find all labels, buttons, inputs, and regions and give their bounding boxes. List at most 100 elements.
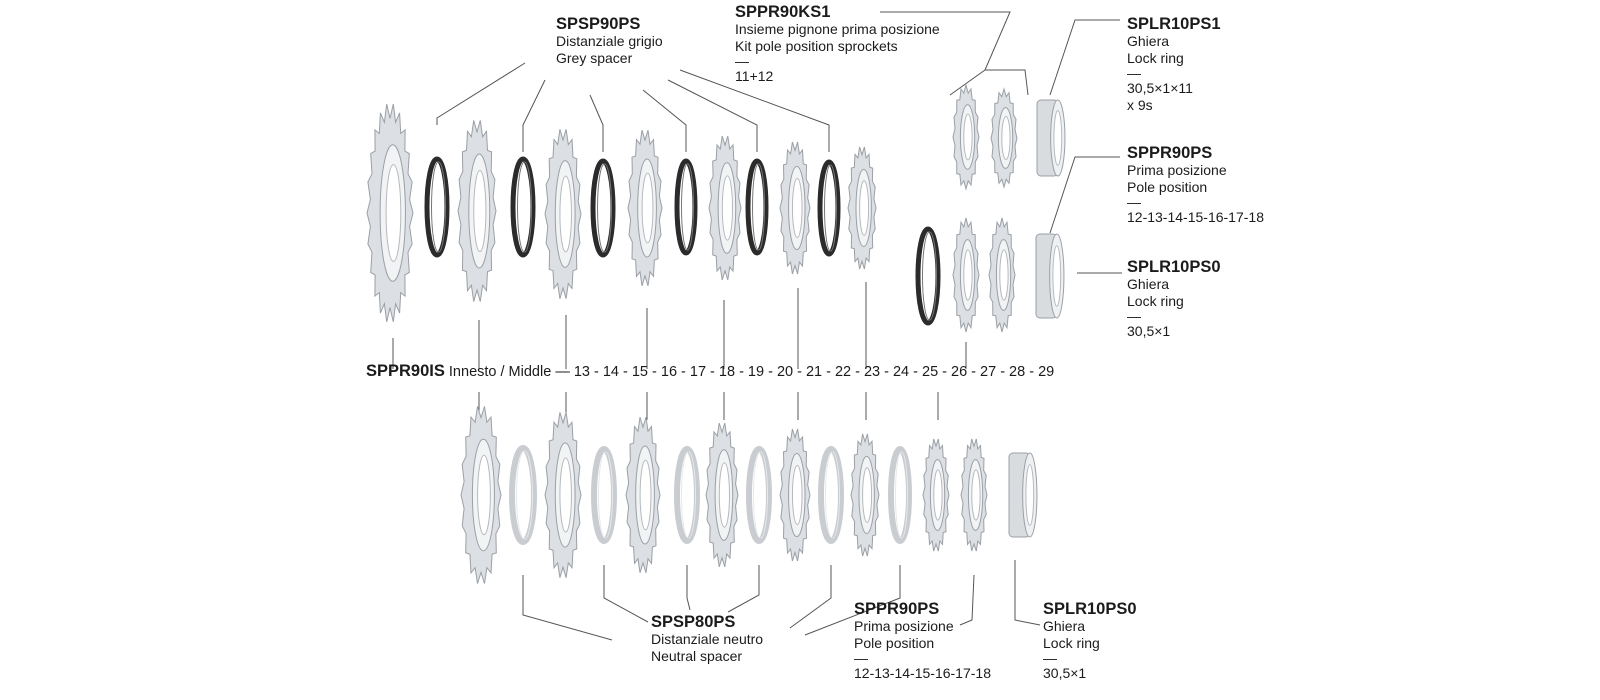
leader-sppr90ks1 [949,69,1029,96]
neutral-spacer-ring [818,446,844,544]
part-desc-en: Pole position [854,634,935,651]
sprocket-bottom [850,433,880,557]
part-desc-it: Distanziale grigio [556,33,663,49]
separator-dash: — [735,53,749,69]
pole-sprocket [988,217,1016,333]
grey-spacer-ring [915,226,941,326]
part-spec: 30,5×1 [1043,665,1087,681]
part-desc-it: Prima posizione [1127,162,1227,178]
grey-spacer-ring [424,156,450,258]
sprocket-top [627,130,663,286]
sprocket-middle-large [366,103,414,323]
leader-spsp90ps [522,79,546,152]
part-desc-en: Grey spacer [556,49,633,66]
pole-sprocket-kit [990,87,1018,189]
lockring [1035,233,1065,319]
part-code: SPLR10PS0 [1127,258,1221,276]
part-desc-it: Insieme pignone prima posizione [735,21,940,37]
part-code: SPPR90PS [854,600,940,618]
sprocket-top [779,141,811,275]
callout-splr10ps0-bottom: SPLR10PS0 Ghiera Lock ring — 30,5×1 [1043,600,1137,682]
lockring-9s [1036,99,1066,177]
part-spec: 30,5×1×11 [1127,80,1193,96]
separator-dash: — [1127,194,1141,210]
part-desc-en: Lock ring [1127,292,1184,309]
callout-sppr90ps-bottom: SPPR90PS Prima posizione Pole position —… [854,600,991,682]
lockring-bottom [1008,452,1038,538]
separator-dash: — [1127,308,1141,324]
grey-spacer-ring [745,158,769,256]
neutral-spacer-ring [591,446,617,544]
sprocket-top [708,135,742,281]
part-desc-en: Kit pole position sprockets [735,37,898,54]
grey-spacer-ring [590,158,616,258]
grey-spacer-ring [510,156,536,258]
leader-splr10ps0-bottom [1014,560,1041,626]
leader-spsp80ps [603,565,649,623]
parts-group [366,83,1066,584]
sprocket-bottom [625,417,661,573]
callout-spsp80ps: SPSP80PS Distanziale neutro Neutral spac… [651,613,763,664]
separator-dash: — [854,650,868,666]
sprocket-sizes-row: SPPR90IS Innesto / Middle — 13 - 14 - 15… [366,362,1054,381]
part-desc-it: Prima posizione [854,618,954,634]
callout-spsp90ps: SPSP90PS Distanziale grigio Grey spacer [556,15,663,66]
pole-sprocket-kit [952,83,980,191]
separator-dash: — [1127,65,1141,81]
part-desc-en: Neutral spacer [651,647,743,664]
pole-sprocket [952,217,980,333]
neutral-spacer-ring [509,445,537,545]
leader-spsp80ps [789,565,832,629]
leader-sppr90ks1 [880,11,1011,71]
part-desc-it: Ghiera [1127,276,1170,292]
part-code: SPLR10PS1 [1127,15,1221,33]
part-spec: 12-13-14-15-16-17-18 [1127,209,1264,225]
part-spec: 11+12 [735,68,774,84]
leader-sppr90ps-bottom [959,574,975,626]
sprocket-bottom [779,428,811,562]
callout-splr10ps0-top: SPLR10PS0 Ghiera Lock ring — 30,5×1 [1127,258,1221,340]
middle-part-code: SPPR90IS [366,362,445,380]
sprocket-bottom [960,438,988,552]
part-code: SPSP90PS [556,15,641,33]
sprocket-bottom [922,438,950,552]
sprocket-size-list: — 13 - 14 - 15 - 16 - 17 - 18 - 19 - 20 … [555,364,1055,380]
leader-sppr90ps-bottom [804,565,901,636]
neutral-spacer-ring [888,446,912,544]
leader-spsp90ps [436,62,526,125]
leader-spsp80ps [522,575,613,641]
sprocket-top [847,146,877,270]
part-code: SPPR90PS [1127,144,1213,162]
neutral-spacer-ring [746,446,772,544]
part-code: SPPR90KS1 [735,3,831,21]
callout-splr10ps1: SPLR10PS1 Ghiera Lock ring — 30,5×1×11 x… [1127,15,1221,113]
middle-label: Innesto / Middle [448,364,552,380]
part-desc-en: Lock ring [1043,634,1100,651]
leader-splr10ps1 [1049,19,1120,96]
sprocket-bottom [544,412,582,578]
leader-spsp90ps [642,89,687,152]
sprocket-top [457,120,497,302]
part-desc-it: Distanziale neutro [651,631,764,647]
sprocket-top [544,129,582,299]
part-desc-en: Pole position [1127,178,1208,195]
callout-sppr90ps-top: SPPR90PS Prima posizione Pole position —… [1127,144,1264,226]
neutral-spacer-ring [674,446,700,544]
leader-spsp90ps [589,94,604,152]
part-spec: 30,5×1 [1127,323,1171,339]
part-desc-en: Lock ring [1127,49,1184,66]
part-code: SPSP80PS [651,613,736,631]
leader-spsp90ps [667,79,758,152]
part-code: SPLR10PS0 [1043,600,1137,618]
leader-lines [392,11,1122,641]
leader-spsp80ps [686,565,691,611]
part-spec: 12-13-14-15-16-17-18 [854,665,991,681]
leader-sppr90ps-top [1049,156,1120,234]
callout-sppr90ks1: SPPR90KS1 Insieme pignone prima posizion… [735,3,940,85]
separator-dash: — [1043,650,1057,666]
leader-spsp90ps [679,69,830,152]
grey-spacer-ring [817,159,841,257]
sprocket-bottom [705,422,739,568]
part-spec-2: x 9s [1127,96,1153,113]
